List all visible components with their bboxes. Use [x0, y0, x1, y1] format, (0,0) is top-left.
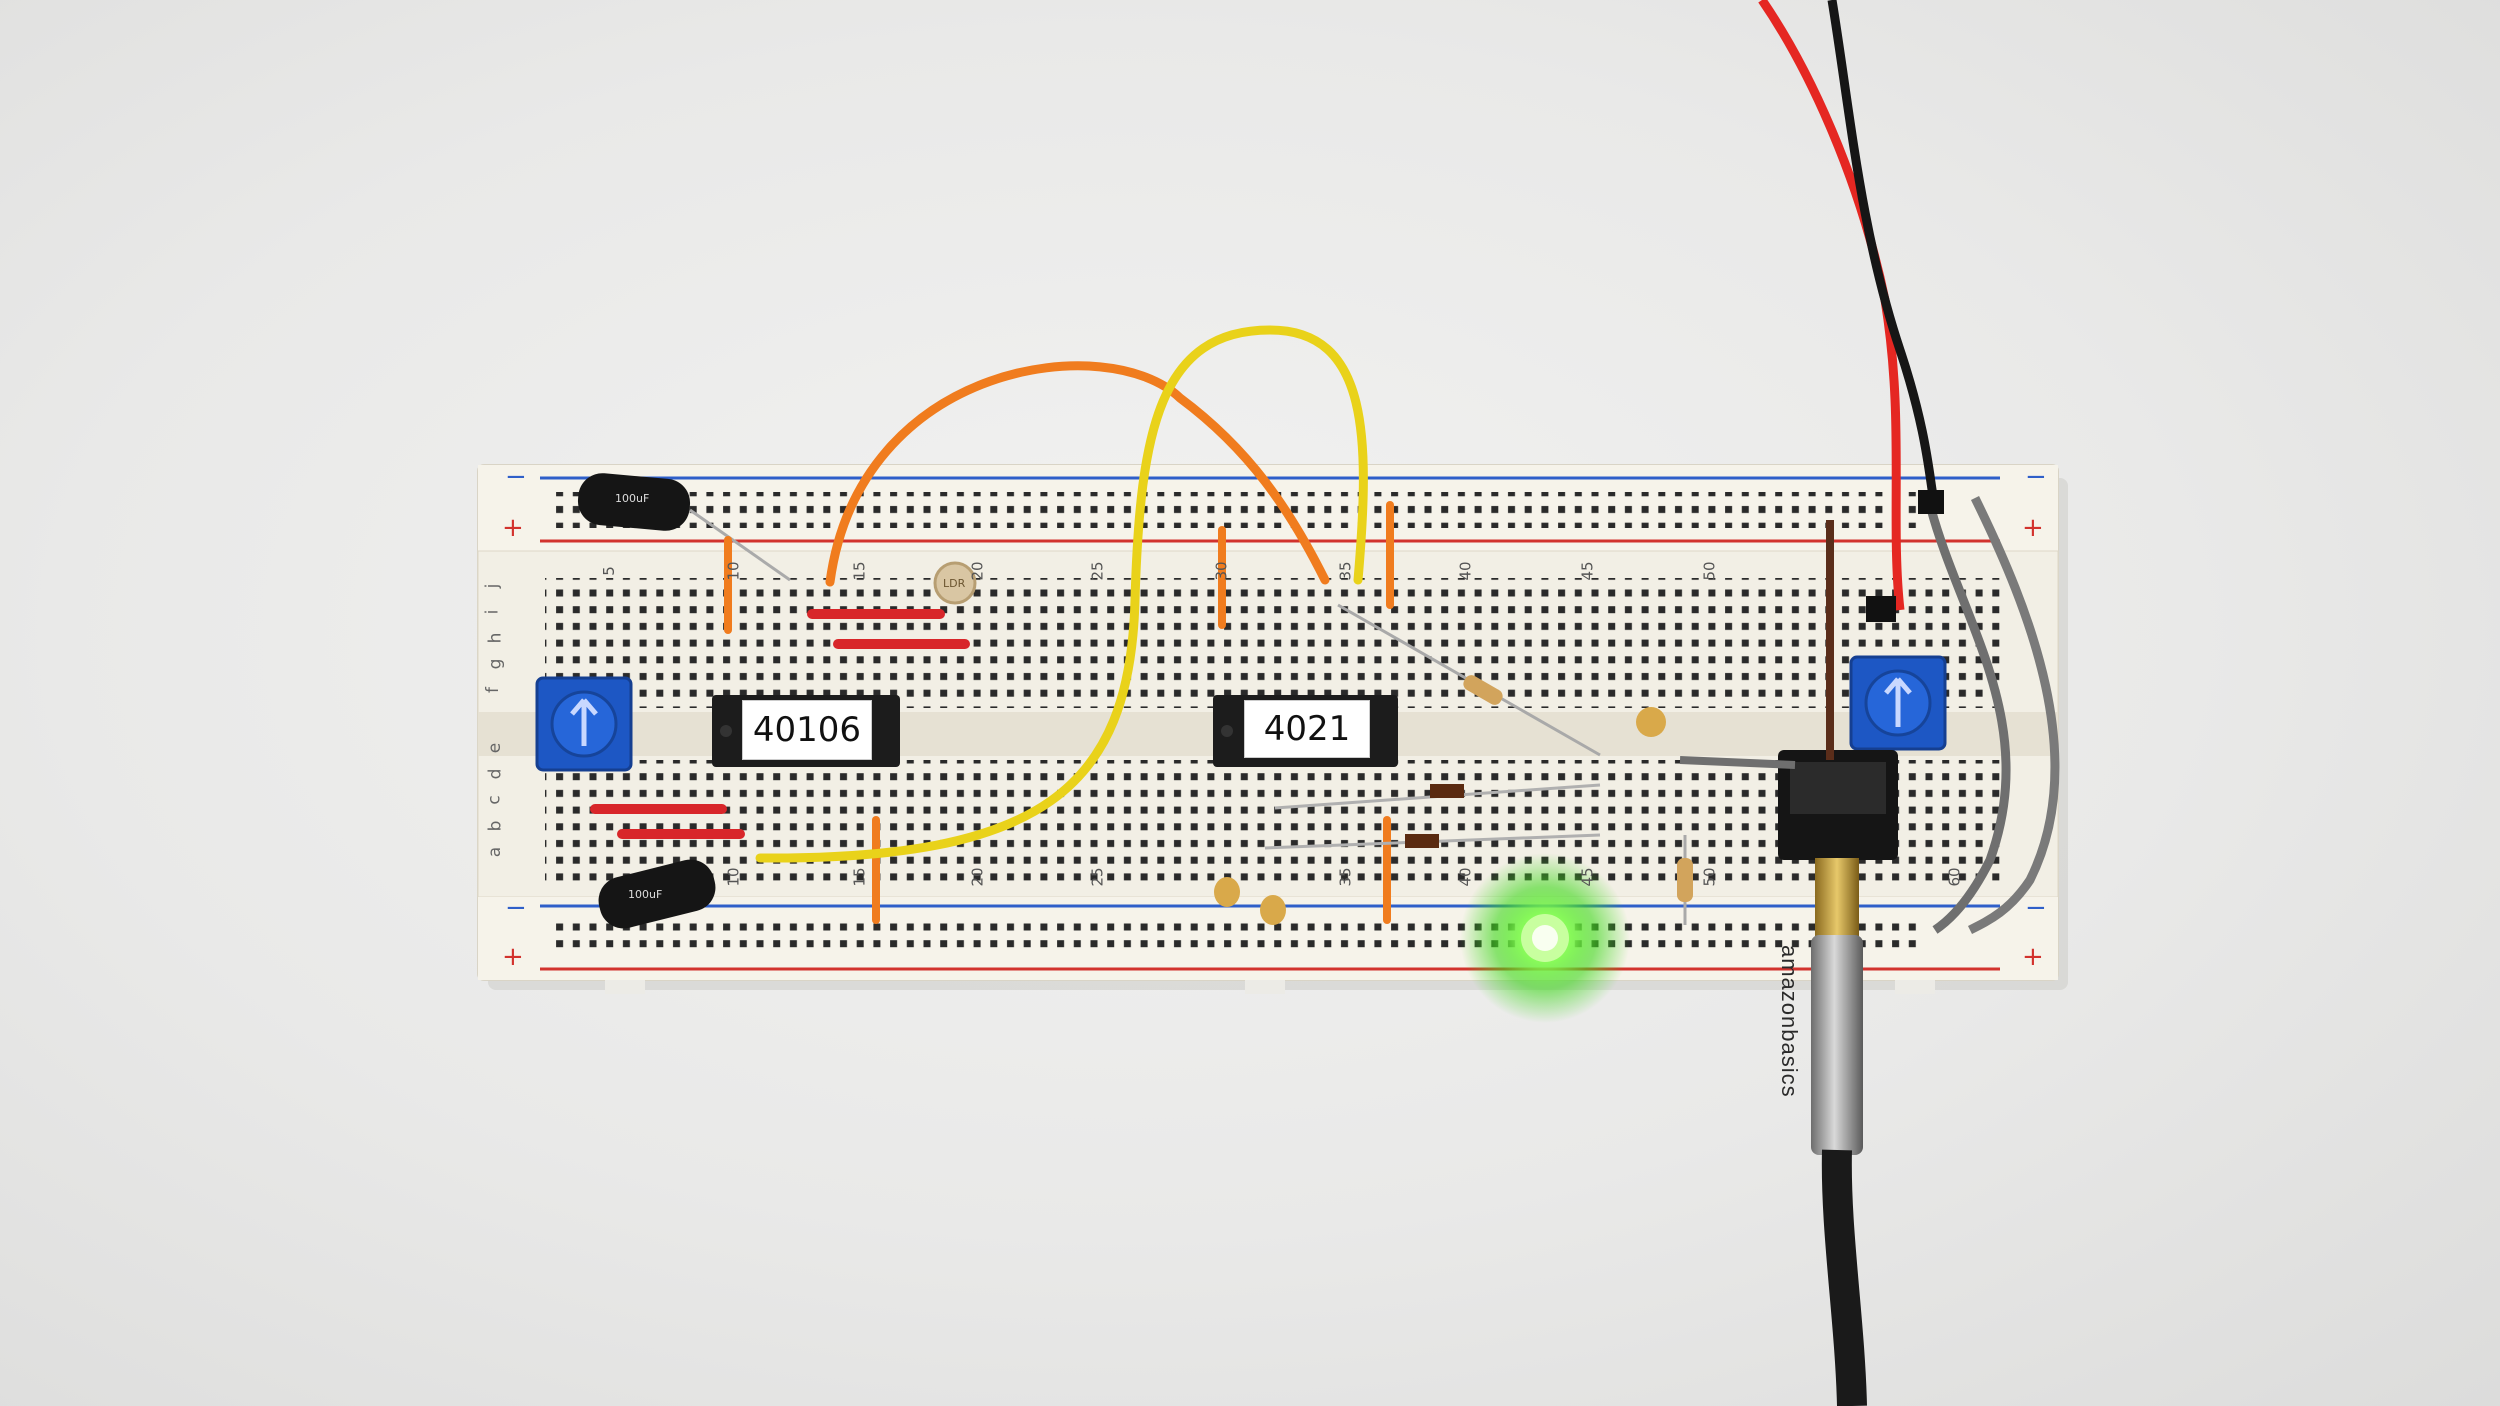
- red-jumpers: [590, 609, 970, 839]
- ceramic-capacitors: [1214, 707, 1666, 925]
- column-number: 25: [1088, 867, 1107, 887]
- breadboard: [477, 464, 2059, 994]
- bottom-rail-plus-right: +: [2022, 942, 2044, 972]
- trimpot-right[interactable]: [1849, 655, 1947, 751]
- row-letter: i: [482, 609, 503, 615]
- jack-brand-text: amazonbasics: [1777, 945, 1802, 1098]
- column-number: 40: [1456, 561, 1475, 581]
- row-letter: d: [485, 768, 506, 780]
- orange-arch-wire: [825, 361, 1330, 587]
- trimpot-left[interactable]: [535, 676, 633, 772]
- column-number: 10: [724, 867, 743, 887]
- column-number: 50: [1700, 561, 1719, 581]
- row-letter: e: [485, 742, 506, 754]
- column-number: 20: [968, 867, 987, 887]
- column-number: 35: [1336, 561, 1355, 581]
- column-number: 5: [599, 566, 618, 576]
- cap-top-text: 100uF: [615, 492, 650, 505]
- row-letter: h: [485, 632, 506, 644]
- diodes: [1264, 783, 1601, 850]
- yellow-arch-wire: [755, 325, 1368, 863]
- ldr-text: LDR: [943, 577, 966, 590]
- row-letter: c: [484, 795, 505, 805]
- column-number: 50: [1700, 867, 1719, 887]
- column-number: 15: [850, 867, 869, 887]
- row-letter: a: [485, 846, 506, 858]
- resistor-top: [1337, 603, 1601, 757]
- chip-40106-label: 40106: [742, 700, 872, 760]
- top-rail-plus-left: +: [502, 513, 524, 543]
- bottom-rail-minus-left: −: [505, 893, 527, 923]
- black-power-wire: [1827, 0, 1940, 507]
- orange-short-jumpers: [724, 501, 1394, 924]
- column-number: 10: [724, 561, 743, 581]
- gray-wires: [1679, 496, 2060, 935]
- column-number: 30: [1212, 561, 1231, 581]
- top-rail-plus-right: +: [2022, 513, 2044, 543]
- column-number: 40: [1456, 867, 1475, 887]
- row-letter: f: [483, 687, 503, 693]
- column-number: 20: [968, 561, 987, 581]
- electrolytic-capacitor-bottom: [598, 859, 716, 929]
- row-letter: g: [485, 658, 506, 670]
- row-letter: j: [482, 583, 503, 589]
- column-number: 45: [1578, 867, 1597, 887]
- column-number: 15: [850, 561, 869, 581]
- audio-jack: [1778, 750, 1898, 1406]
- column-number: 60: [1945, 867, 1964, 887]
- top-rail-minus-left: −: [505, 462, 527, 492]
- electrolytic-capacitor-top: [577, 473, 791, 582]
- top-rail-minus-right: −: [2025, 462, 2047, 492]
- column-number: 45: [1578, 561, 1597, 581]
- row-letter: b: [485, 820, 506, 832]
- cap-bottom-text: 100uF: [628, 888, 663, 901]
- column-number: 35: [1336, 867, 1355, 887]
- column-number: 25: [1088, 561, 1107, 581]
- bottom-rail-plus-left: +: [502, 942, 524, 972]
- ldr-sensor: [933, 561, 977, 605]
- green-led: [1460, 853, 1630, 1023]
- chip-4021-label: 4021: [1244, 700, 1370, 758]
- bottom-rail-minus-right: −: [2025, 893, 2047, 923]
- resistor-right: [1677, 835, 1693, 925]
